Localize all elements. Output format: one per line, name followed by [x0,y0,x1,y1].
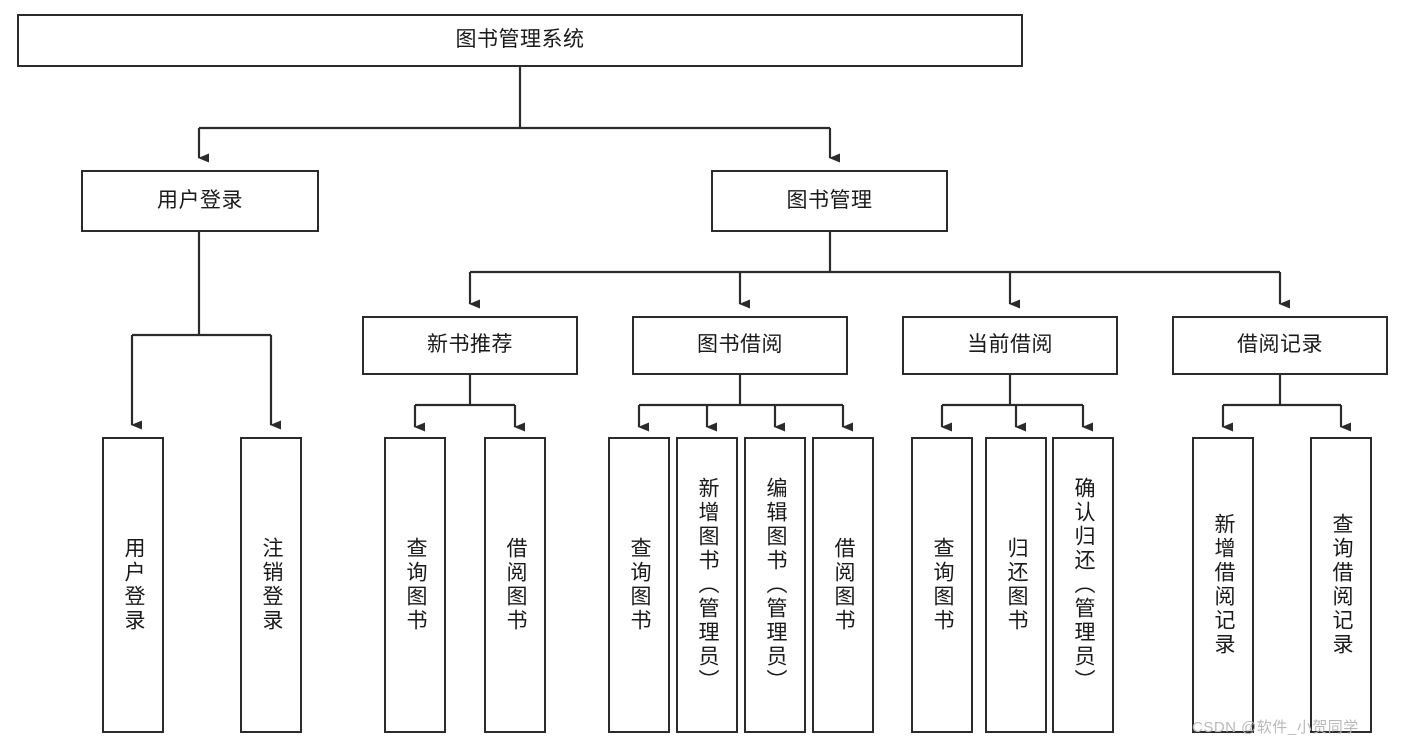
node-leaf-confirm-return-label: 确认归还（管理员） [1072,477,1096,693]
edge-new-book-rec-to-children [413,375,525,432]
node-leaf-add-borrow-record-label: 新增借阅记录 [1212,513,1236,657]
node-leaf-edit-book[interactable]: 编辑图书（管理员） [744,437,806,733]
node-leaf-query-book-recommend-label: 查询图书 [404,537,428,633]
node-new-book-recommend-label: 新书推荐 [427,333,513,357]
node-leaf-edit-book-label: 编辑图书（管理员） [764,477,788,693]
node-leaf-logout[interactable]: 注销登录 [240,437,302,733]
node-book-borrow[interactable]: 图书借阅 [632,316,848,375]
node-leaf-borrow-book-label: 借阅图书 [832,537,856,633]
node-leaf-borrow-book-recommend[interactable]: 借阅图书 [484,437,546,733]
node-book-management-label: 图书管理 [786,188,873,212]
node-user-login[interactable]: 用户登录 [81,170,319,232]
edge-user-login-to-children [130,232,281,430]
node-borrow-record[interactable]: 借阅记录 [1172,316,1388,375]
node-leaf-query-book-recommend[interactable]: 查询图书 [384,437,446,733]
node-root-label: 图书管理系统 [455,28,585,52]
edge-book-borrow-to-children [637,375,853,432]
node-user-login-label: 用户登录 [157,188,243,212]
node-leaf-add-borrow-record[interactable]: 新增借阅记录 [1192,437,1254,733]
node-book-management[interactable]: 图书管理 [711,170,948,232]
node-leaf-logout-label: 注销登录 [260,537,284,633]
node-new-book-recommend[interactable]: 新书推荐 [362,316,578,375]
node-current-borrow[interactable]: 当前借阅 [902,316,1118,375]
node-current-borrow-label: 当前借阅 [967,333,1053,357]
edge-book-mgmt-to-children [468,232,1290,309]
edge-borrow-record-to-children [1221,375,1351,432]
node-leaf-user-login[interactable]: 用户登录 [102,437,164,733]
node-leaf-return-book-label: 归还图书 [1005,537,1029,633]
edge-current-borrow-to-children [940,375,1093,432]
node-root[interactable]: 图书管理系统 [17,14,1023,67]
edge-root-to-level2 [197,67,840,163]
node-leaf-add-book[interactable]: 新增图书（管理员） [676,437,738,733]
node-leaf-query-book-current-label: 查询图书 [931,537,955,633]
node-borrow-record-label: 借阅记录 [1237,333,1323,357]
node-leaf-add-book-label: 新增图书（管理员） [696,477,720,693]
node-leaf-query-book-borrow[interactable]: 查询图书 [608,437,670,733]
node-leaf-user-login-label: 用户登录 [122,537,146,633]
node-book-borrow-label: 图书借阅 [697,333,783,357]
node-leaf-borrow-book-recommend-label: 借阅图书 [504,537,528,633]
node-leaf-query-book-current[interactable]: 查询图书 [911,437,973,733]
node-leaf-query-borrow-record[interactable]: 查询借阅记录 [1310,437,1372,733]
node-leaf-query-borrow-record-label: 查询借阅记录 [1330,513,1354,657]
node-leaf-query-book-borrow-label: 查询图书 [628,537,652,633]
node-leaf-return-book[interactable]: 归还图书 [985,437,1047,733]
node-leaf-confirm-return[interactable]: 确认归还（管理员） [1052,437,1114,733]
node-leaf-borrow-book[interactable]: 借阅图书 [812,437,874,733]
